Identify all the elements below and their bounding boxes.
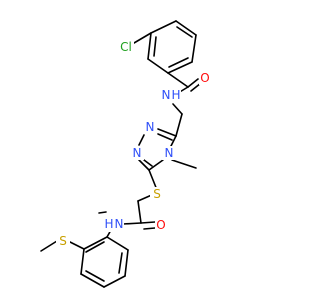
atom-thiomethyl-sulfur: S	[56, 234, 70, 248]
bond-ring-carbonyl	[167, 72, 189, 88]
atom-thioether-sulfur: S	[150, 187, 164, 201]
bond-ring2-e	[124, 249, 129, 277]
atom-label-chlorine: Cl	[120, 40, 132, 54]
bond-ring2-d	[103, 275, 126, 288]
bond-ch2-triazole	[175, 113, 183, 137]
bond-ring2-c-double	[85, 270, 105, 282]
atom-amide-nh: N H	[161, 87, 181, 103]
bond-nh-ch2	[172, 103, 183, 115]
bond-ch2-amide	[137, 200, 142, 224]
bond-ring1-f-double	[153, 36, 157, 57]
atom-triazole-n1: N	[143, 120, 157, 134]
atom-label-amide-oxygen: O	[156, 218, 165, 232]
bond-n-aryl	[98, 211, 107, 214]
atom-label-triazole-n1: N	[146, 120, 155, 134]
bond-amide-n	[122, 222, 142, 225]
bond-tz-n2-c3-double	[143, 159, 153, 167]
atom-triazole-n2: N	[130, 146, 144, 160]
bond-amide-o-double	[143, 227, 156, 230]
bond-ring2-e-double	[118, 252, 123, 274]
atom-chlorine: Cl	[118, 40, 134, 54]
bond-ring1-d	[167, 61, 193, 74]
atom-label-carbonyl-oxygen: O	[200, 71, 209, 85]
molecule-structure: Cl O N H N N N S O	[40, 20, 211, 288]
bond-ring1-f	[147, 32, 152, 60]
atom-label-triazole-n4: N	[165, 146, 174, 160]
atom-label-thioether-sulfur: S	[153, 187, 161, 201]
bond-ring1-e	[147, 58, 169, 74]
atom-label-thiomethyl-sulfur: S	[59, 234, 67, 248]
bond-n4-methyl	[171, 159, 197, 169]
atom-label-amide-n: N	[162, 88, 171, 102]
bond-carbonyl-o	[187, 78, 199, 88]
atom-label-anilide-h: H	[104, 217, 113, 231]
bond-c3-s	[148, 169, 158, 191]
bond-ring1-a	[150, 20, 177, 34]
bond-cl-ring	[133, 32, 152, 44]
atom-label-triazole-n2: N	[133, 146, 142, 160]
bond-ring1-b-double	[176, 26, 193, 38]
bond-ring1-c	[191, 34, 197, 63]
bond-tz-c5-n1	[157, 128, 177, 137]
atom-label-amide-h: H	[171, 88, 180, 102]
bond-ring1-b	[175, 20, 197, 36]
bond-s-methyl	[40, 240, 58, 252]
atom-label-layer: Cl O N H N N N S O	[56, 40, 211, 248]
bond-ring2-a-double	[85, 241, 105, 253]
bond-amide-o	[140, 221, 156, 224]
bond-ring2-b	[80, 248, 85, 275]
bond-ring2-a	[83, 236, 108, 250]
bond-ring2-f	[106, 236, 129, 251]
atom-anilide-nh: H N	[104, 216, 124, 232]
atom-label-anilide-n: N	[115, 217, 124, 231]
bond-tz-n2-c3	[138, 159, 150, 171]
bond-tz-c5-n4	[170, 135, 177, 147]
bond-tz-n1-n2	[138, 134, 145, 146]
atom-amide-oxygen: O	[155, 218, 167, 232]
bond-ring1-d-double	[168, 57, 189, 68]
bond-tz-c5-n1-double	[157, 133, 173, 141]
bond-tz-c3-n4	[148, 159, 164, 171]
atom-carbonyl-oxygen: O	[199, 71, 211, 85]
bond-ring2-s	[67, 240, 85, 250]
atom-triazole-n4: N	[162, 146, 176, 160]
bond-ring2-c	[80, 273, 105, 288]
